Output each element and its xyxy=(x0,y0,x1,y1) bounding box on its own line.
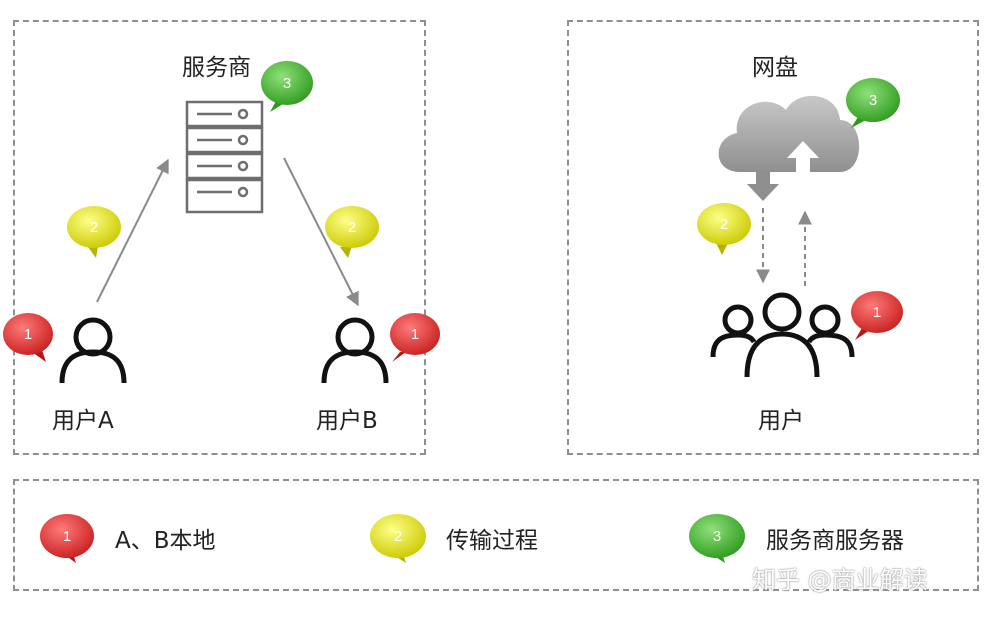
cloud-icon xyxy=(718,95,860,201)
upload-arrow xyxy=(96,158,169,303)
user-b-icon xyxy=(321,317,389,384)
badge-green-cloud: 3 xyxy=(846,78,900,128)
badge-red-user-a: 1 xyxy=(3,313,53,362)
badge-number: 1 xyxy=(63,528,71,545)
user-a-icon xyxy=(59,317,127,384)
badge-number: 2 xyxy=(348,219,356,236)
legend-badge-green: 3 xyxy=(689,514,745,563)
badge-yellow-upload: 2 xyxy=(67,206,121,258)
badge-red-user-b: 1 xyxy=(390,313,440,362)
badge-number: 1 xyxy=(24,326,32,343)
legend-label-server: 服务商服务器 xyxy=(766,528,904,554)
user-b-label: 用户B xyxy=(316,408,378,434)
legend-badge-red: 1 xyxy=(40,514,94,563)
badge-number: 3 xyxy=(869,92,877,109)
badge-number: 2 xyxy=(720,216,728,233)
server-label: 服务商 xyxy=(182,55,251,81)
group-users-icon xyxy=(710,292,855,378)
legend-label-local: A、B本地 xyxy=(115,528,216,554)
badge-yellow-download: 2 xyxy=(325,206,379,258)
badge-number: 2 xyxy=(394,528,402,545)
badge-green-server: 3 xyxy=(261,61,313,112)
group-user-label: 用户 xyxy=(758,408,804,434)
badge-number: 3 xyxy=(283,75,291,92)
server-icon xyxy=(185,100,264,214)
badge-number: 1 xyxy=(411,326,419,343)
legend-label-transfer: 传输过程 xyxy=(446,528,538,554)
left-panel-frame xyxy=(13,20,426,455)
cloud-disk-label: 网盘 xyxy=(752,55,798,81)
legend-frame xyxy=(13,479,979,591)
badge-number: 3 xyxy=(713,528,721,545)
download-arrow xyxy=(283,157,359,307)
badge-number: 1 xyxy=(873,304,881,321)
user-a-label: 用户A xyxy=(52,408,114,434)
badge-number: 2 xyxy=(90,219,98,236)
legend-badge-yellow: 2 xyxy=(370,514,426,563)
right-panel-frame xyxy=(567,20,979,455)
badge-yellow-transfer: 2 xyxy=(697,203,751,255)
badge-red-group: 1 xyxy=(851,291,903,340)
watermark: 知乎 @商业解读 xyxy=(752,566,928,594)
